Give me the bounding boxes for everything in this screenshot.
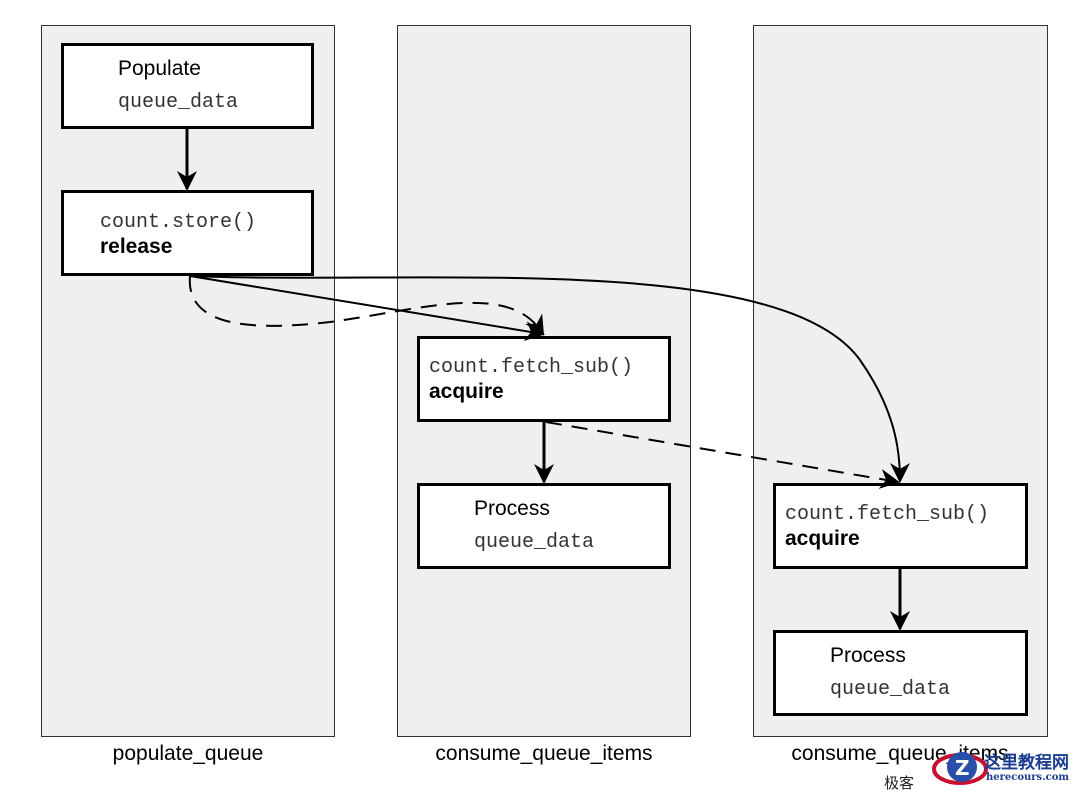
store-code: count.store() — [100, 211, 257, 234]
lane-populate-queue — [41, 25, 335, 737]
fetch2-ordering: acquire — [785, 527, 860, 550]
lane-label-consume-queue-items-1: consume_queue_items — [435, 742, 653, 765]
process1-title: Process — [474, 497, 550, 520]
lane-label-populate-queue: populate_queue — [112, 742, 264, 765]
process2-title: Process — [830, 644, 906, 667]
populate-box: Populate queue_data — [61, 43, 314, 129]
store-ordering: release — [100, 235, 173, 258]
populate-code: queue_data — [118, 91, 239, 114]
watermark-cn-title: 这里教程网 — [984, 753, 1069, 773]
process2-code: queue_data — [830, 678, 951, 701]
svg-text:Z: Z — [955, 756, 970, 780]
watermark-left-text: 极客 — [884, 774, 915, 792]
fetch-sub-acquire-box-2: count.fetch_sub() acquire — [773, 483, 1028, 569]
watermark: Z 极客 这里教程网 herecours.com — [880, 745, 1074, 792]
store-release-box: count.store() release — [61, 190, 314, 276]
process1-code: queue_data — [474, 531, 595, 554]
process-box-2: Process queue_data — [773, 630, 1028, 716]
watermark-logo-icon: Z — [932, 752, 988, 785]
fetch1-ordering: acquire — [429, 380, 504, 403]
fetch1-code: count.fetch_sub() — [429, 356, 634, 379]
fetch-sub-acquire-box-1: count.fetch_sub() acquire — [417, 336, 671, 422]
process-box-1: Process queue_data — [417, 483, 671, 569]
fetch2-code: count.fetch_sub() — [785, 503, 990, 526]
watermark-url: herecours.com — [986, 772, 1070, 783]
populate-title: Populate — [118, 57, 201, 80]
